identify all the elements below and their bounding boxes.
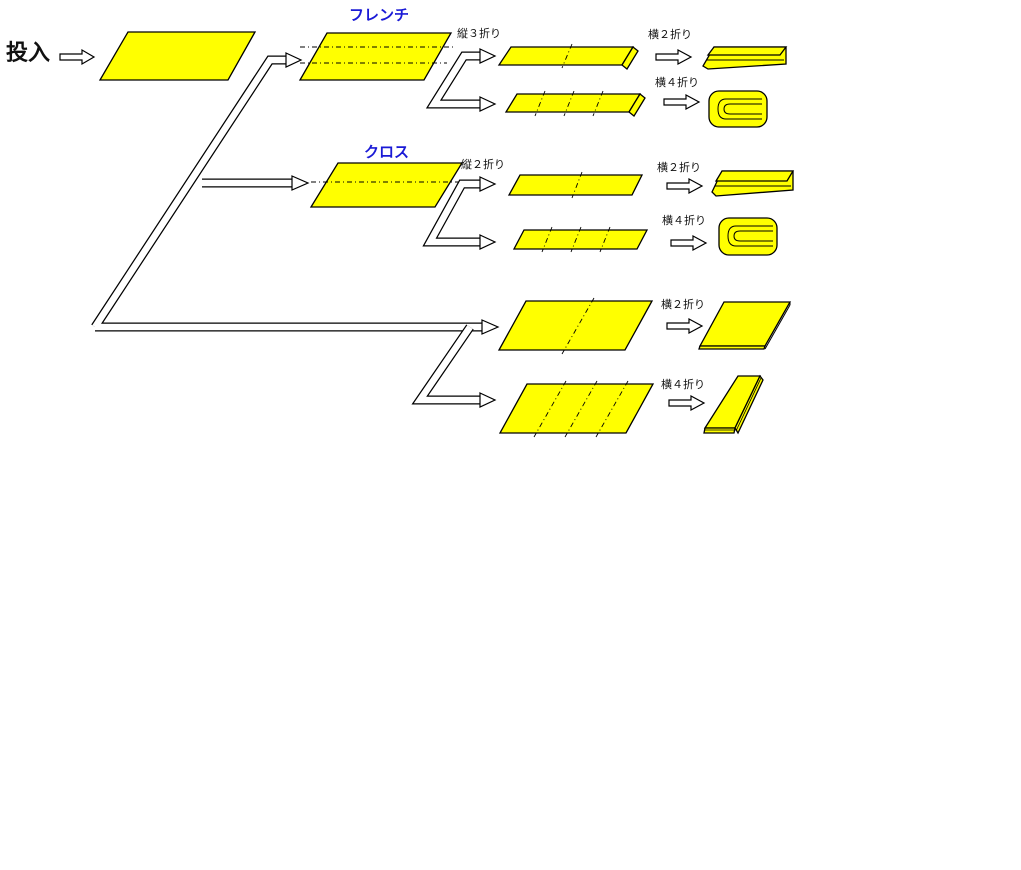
cross-strip-2-panel — [507, 171, 644, 199]
french-horizontal-2-fold-result — [702, 46, 788, 70]
input-label: 投入 — [6, 41, 50, 66]
direct-sheet-4-panel — [498, 380, 655, 438]
input-arrow — [59, 48, 96, 66]
input-sheet — [98, 31, 257, 81]
french-label: フレンチ — [349, 6, 409, 24]
cross-horizontal-4-fold-result — [718, 217, 778, 256]
direct-horizontal-2-fold-result — [698, 301, 792, 350]
direct-h2-arrow — [666, 317, 704, 335]
french-sheet — [298, 32, 455, 81]
direct-horizontal-2-fold-label: 横２折り — [661, 297, 705, 311]
french-horizontal-2-fold-label: 横２折り — [648, 27, 692, 41]
french-horizontal-4-fold-label: 横４折り — [655, 75, 699, 89]
cross-split-pipe — [422, 176, 497, 250]
branch-pipe — [91, 52, 500, 335]
cross-sheet — [309, 162, 466, 208]
cross-vertical-2-fold-label: 縦２折り — [461, 157, 505, 171]
french-horizontal-4-fold-result — [708, 90, 768, 128]
cross-label: クロス — [364, 143, 409, 161]
french-strip-4-panel — [504, 90, 646, 117]
cross-horizontal-2-fold-label: 横２折り — [657, 160, 701, 174]
french-h2-arrow — [655, 48, 693, 66]
direct-horizontal-4-fold-label: 横４折り — [661, 377, 705, 391]
cross-h2-arrow — [666, 177, 704, 195]
direct-split-pipe — [411, 324, 497, 408]
cross-h4-arrow — [670, 234, 708, 252]
french-h4-arrow — [663, 93, 701, 111]
french-split-pipe — [425, 48, 497, 112]
cross-horizontal-2-fold-result — [711, 170, 795, 197]
french-strip-2-panel — [497, 43, 639, 70]
cross-strip-4-panel — [512, 226, 649, 253]
direct-h4-arrow — [668, 394, 706, 412]
direct-horizontal-4-fold-result — [703, 374, 764, 435]
direct-sheet-2-panel — [497, 297, 654, 355]
cross-horizontal-4-fold-label: 横４折り — [662, 213, 706, 227]
french-vertical-3-fold-label: 縦３折り — [457, 26, 501, 40]
